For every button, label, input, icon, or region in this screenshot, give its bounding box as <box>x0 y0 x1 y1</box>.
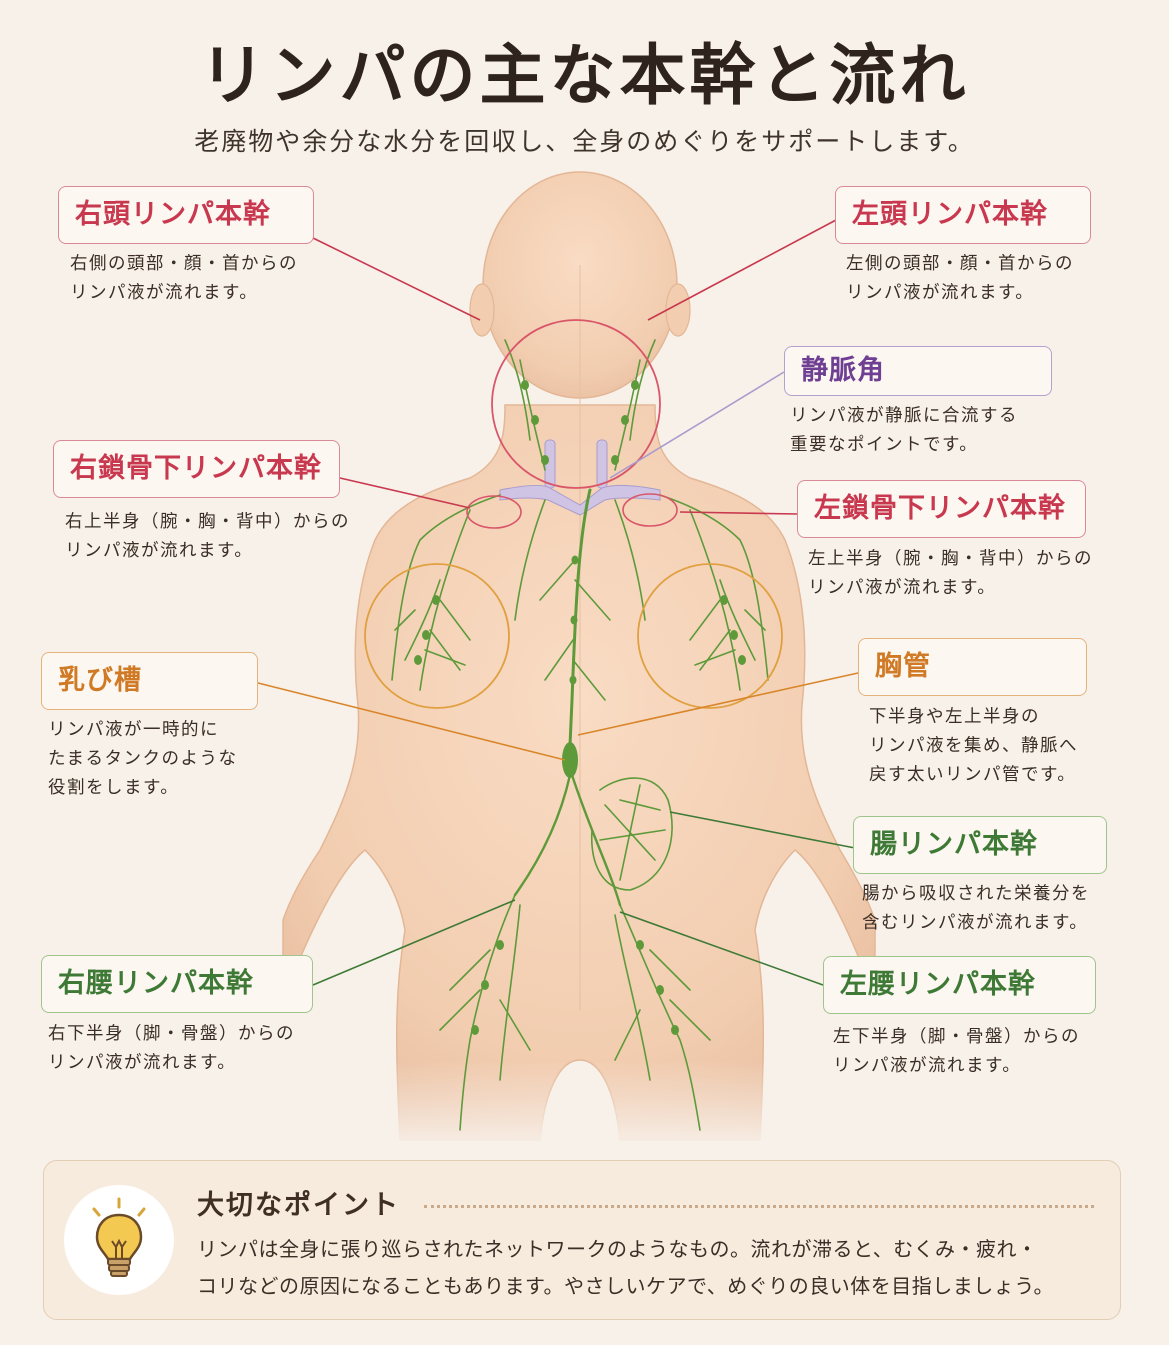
desc-line: 左側の頭部・顔・首からの <box>846 254 1074 274</box>
label-left-head: 左頭リンパ本幹 <box>835 186 1091 244</box>
lymph-nodes <box>414 380 746 1035</box>
label-left-subclavian: 左鎖骨下リンパ本幹 <box>797 480 1086 538</box>
desc-line: 含むリンパ液が流れます。 <box>862 913 1089 933</box>
desc-line: リンパ液が流れます。 <box>833 1056 1022 1076</box>
label-right-head: 右頭リンパ本幹 <box>58 186 314 244</box>
label-cisterna-chyli: 乳び槽 <box>41 652 258 710</box>
desc-line: 左上半身（腕・胸・背中）からの <box>808 549 1093 569</box>
desc-right-subclavian: 右上半身（腕・胸・背中）からの リンパ液が流れます。 <box>65 508 350 566</box>
label-intestinal: 腸リンパ本幹 <box>853 816 1107 874</box>
body-silhouette <box>280 171 900 1150</box>
desc-line: 役割をします。 <box>48 778 180 798</box>
desc-line: 下半身や左上半身の <box>869 707 1040 727</box>
desc-line: リンパ液が静脈に合流する <box>790 406 1018 426</box>
body-line: コリなどの原因になることもあります。やさしいケアで、めぐりの良い体を目指しましょ… <box>197 1274 1054 1298</box>
desc-line: 右側の頭部・顔・首からの <box>70 254 298 274</box>
desc-left-lumbar: 左下半身（脚・骨盤）からの リンパ液が流れます。 <box>833 1023 1080 1081</box>
desc-line: リンパ液が流れます。 <box>70 283 259 303</box>
desc-intestinal: 腸から吸収された栄養分を 含むリンパ液が流れます。 <box>862 880 1090 938</box>
lightbulb-badge <box>64 1185 174 1295</box>
desc-line: 右下半身（脚・骨盤）からの <box>48 1024 295 1044</box>
important-point-body: リンパは全身に張り巡らされたネットワークのようなもの。流れが滞ると、むくみ・疲れ… <box>197 1231 1097 1305</box>
label-thoracic-duct: 胸管 <box>858 638 1087 696</box>
desc-line: 重要なポイントです。 <box>790 435 979 455</box>
desc-venous-angle: リンパ液が静脈に合流する 重要なポイントです。 <box>790 402 1018 460</box>
desc-line: リンパ液が流れます。 <box>48 1053 237 1073</box>
page-subtitle: 老廃物や余分な水分を回収し、全身のめぐりをサポートします。 <box>194 127 975 156</box>
lightbulb-icon <box>92 1197 146 1277</box>
page-title: リンパの主な本幹と流れ <box>199 36 970 114</box>
label-right-subclavian: 右鎖骨下リンパ本幹 <box>53 440 340 498</box>
body-line: リンパは全身に張り巡らされたネットワークのようなもの。流れが滞ると、むくみ・疲れ… <box>197 1237 1038 1261</box>
desc-right-head: 右側の頭部・顔・首からの リンパ液が流れます。 <box>70 250 298 308</box>
leader-lines <box>257 219 859 986</box>
desc-left-head: 左側の頭部・顔・首からの リンパ液が流れます。 <box>846 250 1074 308</box>
desc-line: リンパ液が流れます。 <box>846 283 1035 303</box>
desc-line: 戻す太いリンパ管です。 <box>869 765 1077 785</box>
label-left-lumbar: 左腰リンパ本幹 <box>823 956 1096 1014</box>
desc-thoracic-duct: 下半身や左上半身の リンパ液を集め、静脈へ 戻す太いリンパ管です。 <box>869 703 1078 790</box>
venous-angle-vessels <box>499 439 661 516</box>
desc-line: 腸から吸収された栄養分を <box>862 884 1090 904</box>
important-point-box: 大切なポイント リンパは全身に張り巡らされたネットワークのようなもの。流れが滞る… <box>43 1160 1121 1320</box>
desc-right-lumbar: 右下半身（脚・骨盤）からの リンパ液が流れます。 <box>48 1020 295 1078</box>
label-venous-angle: 静脈角 <box>784 346 1052 396</box>
important-point-title: 大切なポイント <box>197 1190 400 1221</box>
dotted-divider <box>424 1205 1094 1208</box>
desc-line: リンパ液が流れます。 <box>65 541 254 561</box>
desc-cisterna-chyli: リンパ液が一時的に たまるタンクのような 役割をします。 <box>48 716 237 803</box>
desc-line: 左下半身（脚・骨盤）からの <box>833 1027 1080 1047</box>
desc-line: リンパ液を集め、静脈へ <box>869 736 1078 756</box>
desc-left-subclavian: 左上半身（腕・胸・背中）からの リンパ液が流れます。 <box>808 545 1093 603</box>
desc-line: たまるタンクのような <box>48 749 238 769</box>
desc-line: 右上半身（腕・胸・背中）からの <box>65 512 350 532</box>
desc-line: リンパ液が一時的に <box>48 720 219 740</box>
desc-line: リンパ液が流れます。 <box>808 578 997 598</box>
highlight-circles <box>364 319 783 709</box>
label-right-lumbar: 右腰リンパ本幹 <box>41 955 313 1013</box>
